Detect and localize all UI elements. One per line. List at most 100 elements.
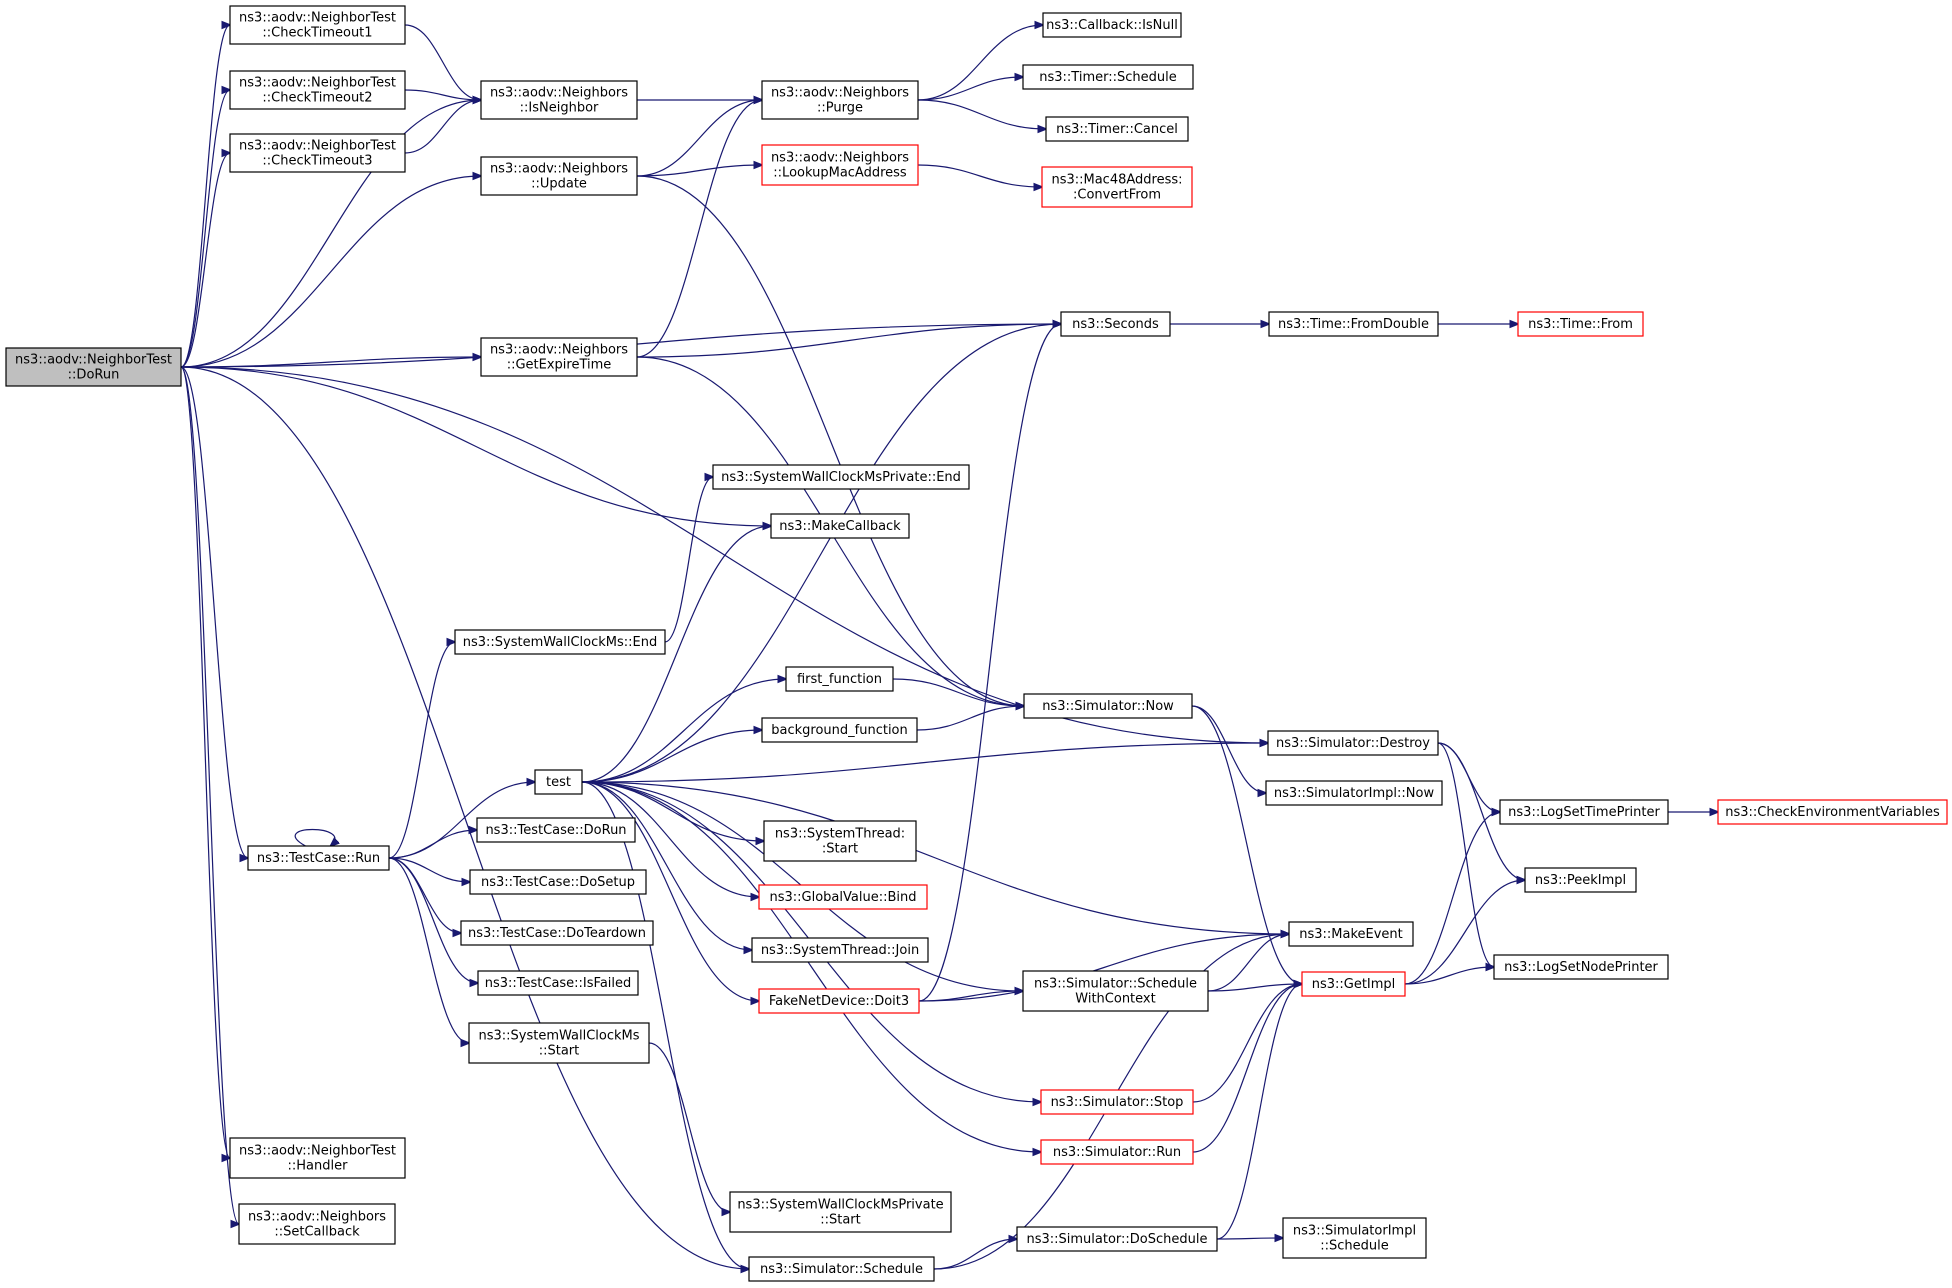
node-ct2[interactable]: ns3::aodv::NeighborTest::CheckTimeout2 <box>229 70 406 110</box>
node-simschedule[interactable]: ns3::Simulator::Schedule <box>748 1256 935 1282</box>
node-timefrom[interactable]: ns3::Time::From <box>1517 311 1644 337</box>
node-firstfn[interactable]: first_function <box>785 666 894 692</box>
node-box <box>763 820 917 862</box>
edge-swc-to-makeevent <box>1207 934 1289 992</box>
edge-purge-to-tcancel <box>917 99 1046 129</box>
node-label: ::IsNeighbor <box>520 101 599 116</box>
node-ct3[interactable]: ns3::aodv::NeighborTest::CheckTimeout3 <box>229 133 406 173</box>
node-simnow[interactable]: ns3::Simulator::Now <box>1023 693 1193 719</box>
node-box <box>477 970 639 996</box>
node-setcallback[interactable]: ns3::aodv::Neighbors::SetCallback <box>238 1203 396 1245</box>
edge-ct2-to-isneighbor <box>404 89 481 100</box>
node-box <box>758 988 920 1014</box>
node-label: ns3::Simulator::Destroy <box>1276 736 1430 751</box>
node-logtime[interactable]: ns3::LogSetTimePrinter <box>1499 799 1669 825</box>
edge-path <box>918 934 1289 1002</box>
node-label: ns3::Simulator::DoSchedule <box>1026 1232 1207 1247</box>
node-simdestroy[interactable]: ns3::Simulator::Destroy <box>1267 730 1439 756</box>
edge-path <box>180 90 230 368</box>
edge-dorun-to-ct3 <box>180 153 230 368</box>
node-lookupmac[interactable]: ns3::aodv::Neighbors::LookupMacAddress <box>761 144 919 186</box>
node-label: ns3::aodv::NeighborTest <box>239 1144 396 1159</box>
edge-path <box>180 176 481 368</box>
edge-path <box>180 25 230 368</box>
edge-getexpire-to-purge <box>636 100 762 358</box>
node-label: ns3::SystemWallClockMs <box>478 1029 639 1044</box>
node-isneighbor[interactable]: ns3::aodv::Neighbors::IsNeighbor <box>480 80 638 120</box>
node-tcdosetup[interactable]: ns3::TestCase::DoSetup <box>469 869 647 895</box>
node-box <box>1040 1089 1194 1115</box>
edge-path <box>1404 880 1525 985</box>
node-simrun[interactable]: ns3::Simulator::Run <box>1040 1139 1194 1165</box>
node-label: ns3::aodv::NeighborTest <box>239 76 396 91</box>
node-label: ns3::aodv::Neighbors <box>771 86 909 101</box>
node-label: ns3::Seconds <box>1072 317 1159 332</box>
node-bgfn[interactable]: background_function <box>761 717 918 743</box>
node-makeevent[interactable]: ns3::MakeEvent <box>1288 921 1414 947</box>
node-tcdorun[interactable]: ns3::TestCase::DoRun <box>476 817 636 843</box>
node-ct1[interactable]: ns3::aodv::NeighborTest::CheckTimeout1 <box>229 5 406 45</box>
node-update[interactable]: ns3::aodv::Neighbors::Update <box>480 156 638 196</box>
edge-swc-to-getimpl <box>1207 984 1302 992</box>
node-stjoin[interactable]: ns3::SystemThread::Join <box>751 937 929 963</box>
node-box <box>1301 971 1406 997</box>
node-simimplschedule[interactable]: ns3::SimulatorImpl::Schedule <box>1282 1217 1427 1259</box>
node-swcmpstart[interactable]: ns3::SystemWallClockMsPrivate::Start <box>729 1191 952 1233</box>
edge-path <box>180 357 481 368</box>
node-makecallback[interactable]: ns3::MakeCallback <box>770 513 910 539</box>
node-box <box>785 666 894 692</box>
edge-path <box>1192 984 1302 1103</box>
edge-dorun-to-setcallback <box>180 366 239 1224</box>
node-box <box>1517 311 1644 337</box>
edge-simdoschedule-to-simimplschedule <box>1216 1238 1283 1239</box>
node-fromdouble[interactable]: ns3::Time::FromDouble <box>1268 311 1439 337</box>
node-peekimpl[interactable]: ns3::PeekImpl <box>1524 867 1637 893</box>
node-label: ns3::SystemWallClockMsPrivate <box>737 1198 943 1213</box>
edge-path <box>1404 967 1494 985</box>
node-getexpire[interactable]: ns3::aodv::Neighbors::GetExpireTime <box>480 337 638 377</box>
node-box <box>460 920 654 946</box>
edge-dorun-to-makecallback <box>180 366 771 526</box>
node-tcdoteardown[interactable]: ns3::TestCase::DoTeardown <box>460 920 654 946</box>
node-gvbind[interactable]: ns3::GlobalValue::Bind <box>758 884 928 910</box>
node-swcend[interactable]: ns3::SystemWallClockMs::End <box>454 629 666 655</box>
node-checkenv[interactable]: ns3::CheckEnvironmentVariables <box>1717 799 1948 825</box>
node-seconds[interactable]: ns3::Seconds <box>1060 311 1171 337</box>
node-ststart[interactable]: ns3::SystemThread::Start <box>763 820 917 862</box>
edge-path <box>916 706 1024 731</box>
node-lognode[interactable]: ns3::LogSetNodePrinter <box>1493 954 1669 980</box>
edge-path <box>388 857 469 1043</box>
node-swcstart[interactable]: ns3::SystemWallClockMs::Start <box>468 1022 650 1064</box>
node-box <box>1022 970 1209 1012</box>
node-box <box>1524 867 1637 893</box>
node-handler[interactable]: ns3::aodv::NeighborTest::Handler <box>229 1137 406 1179</box>
node-getimpl[interactable]: ns3::GetImpl <box>1301 971 1406 997</box>
node-tcrun[interactable]: ns3::TestCase::Run <box>247 845 390 871</box>
node-dorun[interactable]: ns3::aodv::NeighborTest::DoRun <box>5 347 182 387</box>
edge-path <box>1207 984 1302 992</box>
edge-simschedule-to-simdoschedule <box>933 1239 1017 1270</box>
node-simstop[interactable]: ns3::Simulator::Stop <box>1040 1089 1194 1115</box>
edge-path <box>1216 984 1302 1240</box>
node-tcancel[interactable]: ns3::Timer::Cancel <box>1045 116 1189 142</box>
node-purge[interactable]: ns3::aodv::Neighbors::Purge <box>761 80 919 120</box>
node-simdoschedule[interactable]: ns3::Simulator::DoSchedule <box>1016 1226 1218 1252</box>
edge-path <box>917 77 1023 101</box>
node-label: ns3::PeekImpl <box>1535 873 1626 888</box>
node-box <box>454 629 666 655</box>
node-tcisfailed[interactable]: ns3::TestCase::IsFailed <box>477 970 639 996</box>
node-doit3[interactable]: FakeNetDevice::Doit3 <box>758 988 920 1014</box>
edge-dorun-to-isneighbor <box>180 100 481 368</box>
edge-ct1-to-isneighbor <box>404 24 481 100</box>
node-box <box>1265 780 1443 806</box>
node-label: ns3::Timer::Cancel <box>1056 122 1178 137</box>
edge-update-to-simnow <box>636 175 1024 706</box>
node-mac48[interactable]: ns3::Mac48Address::ConvertFrom <box>1041 166 1193 208</box>
node-isnull[interactable]: ns3::Callback::IsNull <box>1042 12 1182 38</box>
node-swcmpend[interactable]: ns3::SystemWallClockMsPrivate::End <box>712 464 970 490</box>
node-test[interactable]: test <box>534 769 583 795</box>
node-tschedule[interactable]: ns3::Timer::Schedule <box>1022 64 1194 90</box>
node-simimplnow[interactable]: ns3::SimulatorImpl::Now <box>1265 780 1443 806</box>
